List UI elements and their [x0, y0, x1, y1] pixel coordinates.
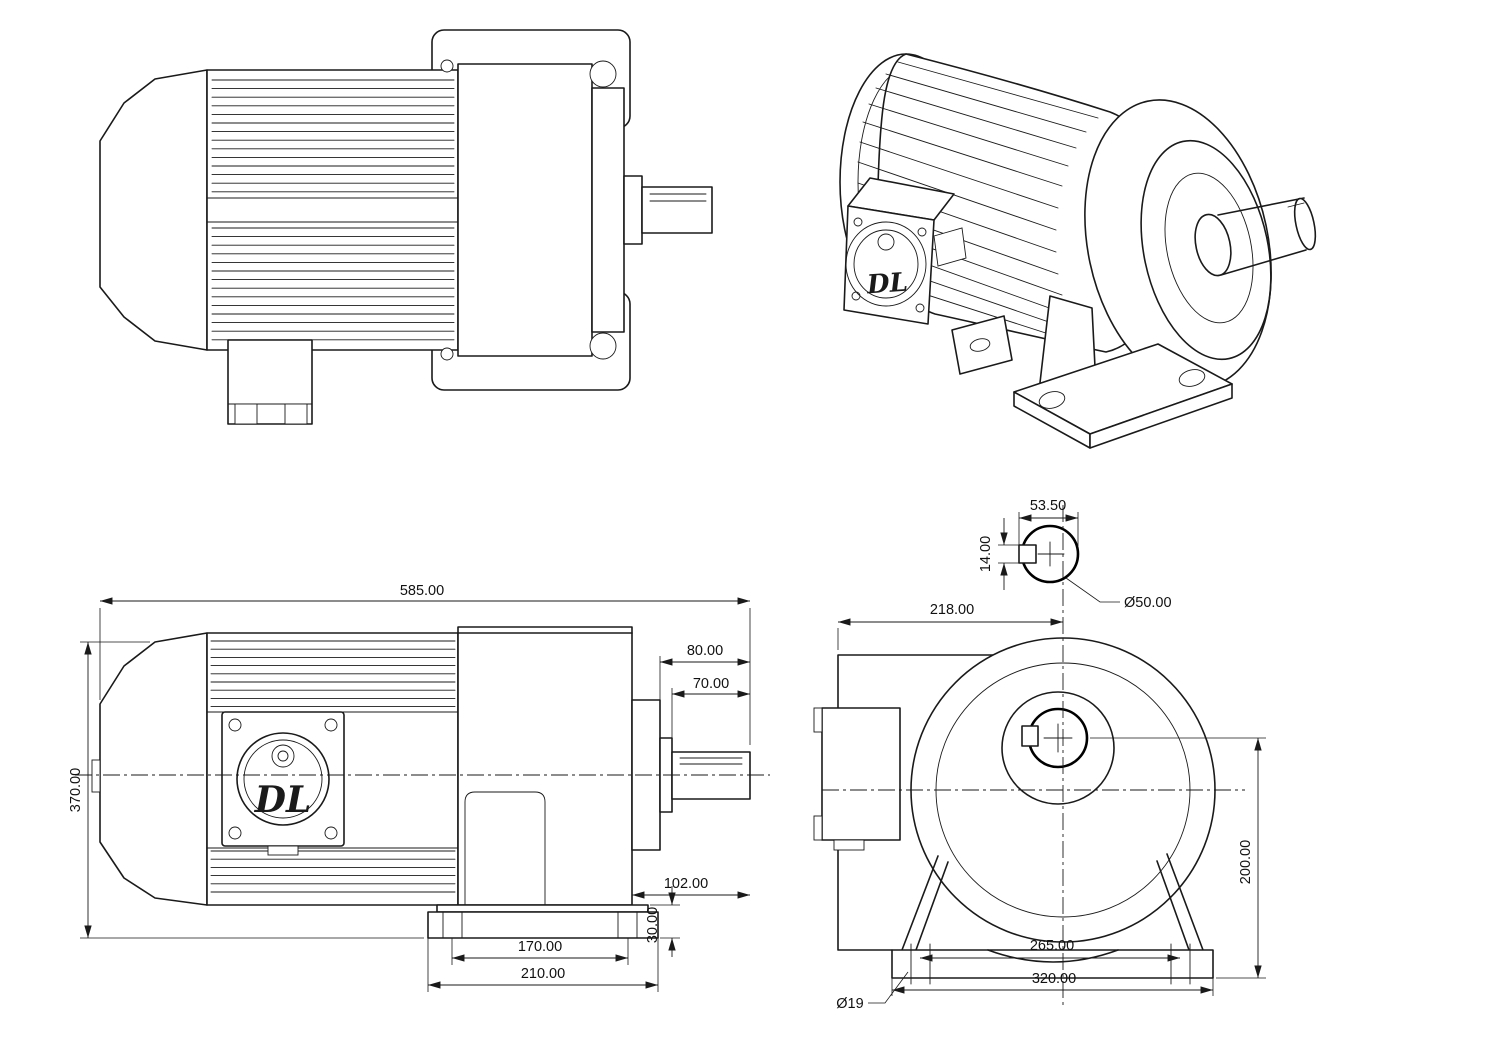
dim-overall-height: 370.00 — [68, 768, 84, 812]
foot-holes — [910, 943, 1191, 985]
flange-bolt-hole — [589, 60, 617, 88]
dl-logo-text: DL — [254, 779, 312, 821]
base-plate — [427, 911, 659, 939]
shaft-key-detail — [1018, 544, 1037, 564]
shaft-key — [1021, 725, 1039, 747]
fan-cover — [99, 632, 208, 906]
dim-foot-length: 210.00 — [521, 966, 565, 982]
dim-shaft-diameter: Ø50.00 — [1124, 595, 1172, 611]
dim-base-width: 320.00 — [1032, 971, 1076, 987]
dim-base-thickness: 30.00 — [645, 907, 661, 943]
emblem-ring — [271, 744, 295, 768]
shaft-keyway — [679, 757, 743, 765]
output-shaft — [1217, 197, 1307, 276]
foot-neck — [436, 904, 649, 913]
motor-body — [206, 69, 459, 351]
output-shaft — [671, 751, 751, 800]
brand-emblem — [845, 221, 927, 307]
emblem-ring — [877, 233, 895, 251]
fan-cover — [99, 69, 208, 351]
shaft-keyway — [649, 193, 707, 202]
cover-screw — [228, 718, 242, 732]
dim-shaft-extension: 80.00 — [687, 643, 723, 659]
inspection-plate — [464, 791, 546, 906]
cover-screw — [324, 718, 338, 732]
top-view — [99, 29, 713, 425]
dim-key-overall: 53.50 — [1030, 498, 1066, 514]
gussets — [901, 853, 1204, 951]
dim-shaft-center-height: 200.00 — [1238, 840, 1254, 884]
cooling-fins — [210, 640, 456, 708]
isometric-view: DL — [839, 53, 1317, 449]
dim-base-hole-spacing: 265.00 — [1030, 938, 1074, 954]
shaft-hub — [1194, 213, 1232, 277]
flange-screw — [440, 347, 454, 361]
side-view: DL 585.00 80.00 70.00 370.00 102.00 30.0… — [68, 583, 770, 992]
gearbox-end-plate — [591, 87, 625, 333]
cover-screw — [228, 826, 242, 840]
terminal-box — [821, 707, 901, 841]
output-shaft — [641, 186, 713, 234]
flange-bolt-hole — [589, 332, 617, 360]
cooling-fins — [211, 79, 455, 193]
dim-shaft-length: 70.00 — [693, 676, 729, 692]
foot-hole — [1038, 391, 1066, 409]
dim-rear-to-shaft-end: 102.00 — [664, 876, 708, 892]
dim-key-width: 14.00 — [978, 536, 994, 572]
foot-hole — [1178, 369, 1206, 387]
bearing-boss — [1001, 691, 1115, 805]
rear-foot — [951, 315, 1013, 375]
foot-holes — [442, 911, 638, 939]
brand-emblem — [236, 732, 330, 826]
shaft-keyway — [1287, 202, 1305, 208]
dl-logo-text: DL — [865, 268, 909, 301]
dim-center-to-edge: 218.00 — [930, 602, 974, 618]
cooling-fins — [210, 850, 456, 893]
gearbox-housing — [457, 63, 593, 357]
dim-foot-hole-diameter: Ø19 — [836, 996, 863, 1012]
flange-screw — [440, 59, 454, 73]
front-view: 53.50 14.00 Ø50.00 218.00 200.00 265.00 … — [813, 498, 1266, 1012]
dim-foot-hole-spacing: 170.00 — [518, 939, 562, 955]
cover-screw — [324, 826, 338, 840]
cooling-fins — [211, 227, 455, 341]
shaft-bearing-boss — [623, 175, 643, 245]
dim-overall-length: 585.00 — [400, 583, 444, 599]
